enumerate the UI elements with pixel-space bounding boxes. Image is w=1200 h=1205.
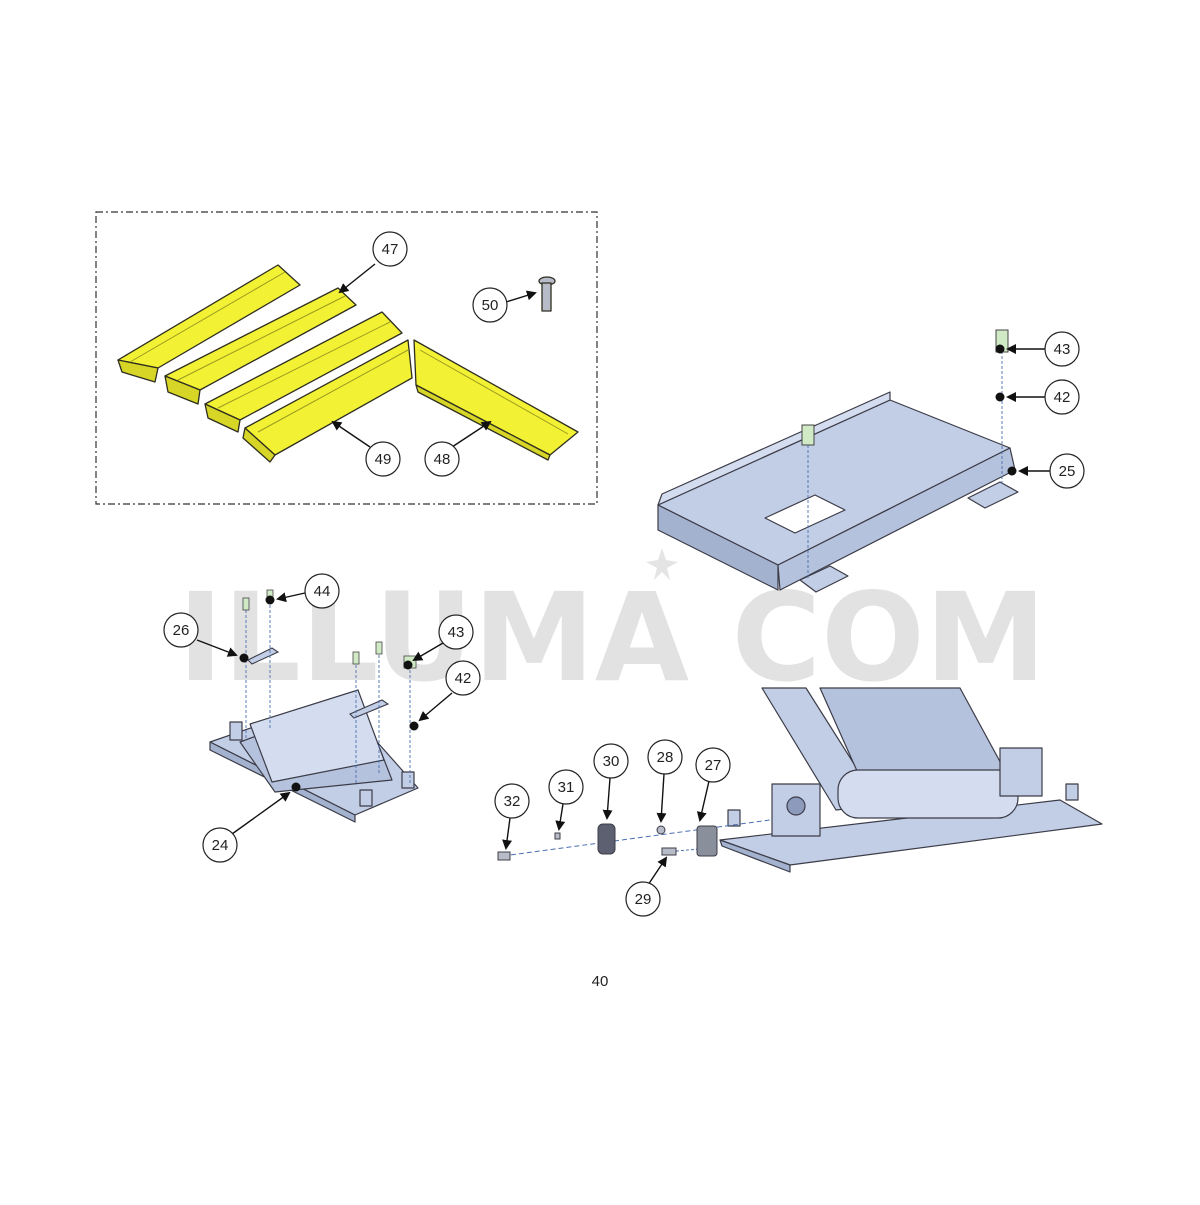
callout-42: 42 xyxy=(409,660,481,731)
callout-29: 29 xyxy=(625,856,668,917)
screw-part xyxy=(538,276,556,312)
page-number: 40 xyxy=(591,973,609,990)
svg-text:42: 42 xyxy=(1054,389,1071,406)
callout-50: 50 xyxy=(472,287,537,323)
platform-tray-part xyxy=(657,346,1019,593)
watermark-star-icon xyxy=(646,548,678,580)
svg-text:25: 25 xyxy=(1059,463,1076,480)
callout-28: 28 xyxy=(647,739,683,823)
svg-text:28: 28 xyxy=(657,749,674,766)
base-plate-part xyxy=(209,689,419,823)
callout-27: 27 xyxy=(695,747,731,822)
cover-plate xyxy=(117,264,301,383)
svg-text:32: 32 xyxy=(504,793,521,810)
svg-text:50: 50 xyxy=(482,297,499,314)
svg-text:29: 29 xyxy=(635,891,652,908)
callout-49: 49 xyxy=(331,420,401,477)
svg-text:49: 49 xyxy=(375,451,392,468)
svg-text:47: 47 xyxy=(382,241,399,258)
cover-plate xyxy=(164,287,357,405)
callout-47: 47 xyxy=(338,231,408,294)
svg-text:48: 48 xyxy=(434,451,451,468)
callout-43: 43 xyxy=(403,614,474,670)
assembly-lines xyxy=(245,600,411,785)
cover-plates-group xyxy=(117,264,579,463)
cover-plate xyxy=(204,311,403,433)
callout-31: 31 xyxy=(548,769,584,831)
callout-44: 44 xyxy=(265,573,340,609)
callout-24: 24 xyxy=(202,782,301,863)
svg-text:43: 43 xyxy=(1054,341,1071,358)
svg-text:24: 24 xyxy=(212,837,229,854)
lift-base-part xyxy=(719,687,1103,873)
svg-text:43: 43 xyxy=(448,624,465,641)
cover-plates-group-box xyxy=(95,211,598,505)
svg-text:30: 30 xyxy=(603,753,620,770)
callout-43: 43 xyxy=(995,331,1080,367)
svg-text:26: 26 xyxy=(173,622,190,639)
cover-plate xyxy=(242,339,413,463)
fastener-parts xyxy=(497,819,771,861)
callout-42: 42 xyxy=(995,379,1080,415)
clamp-strap-part xyxy=(247,647,390,719)
svg-text:31: 31 xyxy=(558,779,575,796)
callout-26: 26 xyxy=(163,612,249,663)
callout-30: 30 xyxy=(593,743,629,820)
svg-text:27: 27 xyxy=(705,757,722,774)
callout-48: 48 xyxy=(424,420,492,477)
svg-text:44: 44 xyxy=(314,583,331,600)
callout-32: 32 xyxy=(494,783,530,850)
callout-25: 25 xyxy=(1007,453,1085,489)
svg-text:42: 42 xyxy=(455,670,472,687)
